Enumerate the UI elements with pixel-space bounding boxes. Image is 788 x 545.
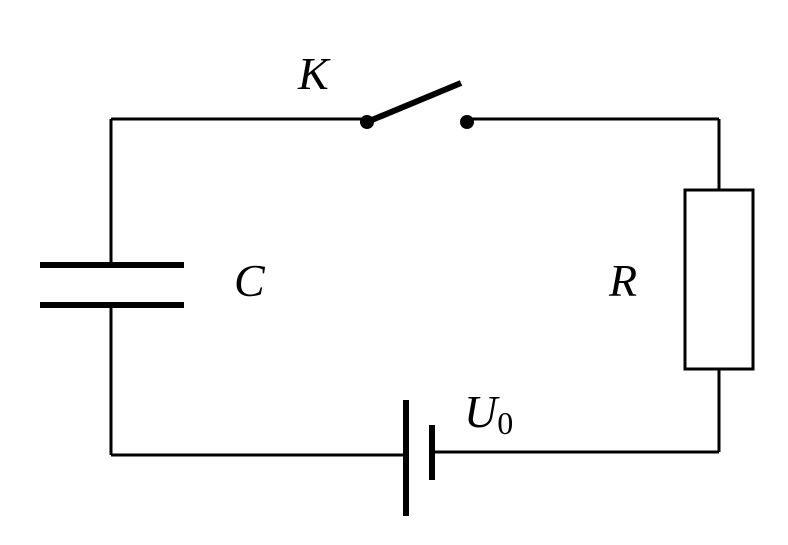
switch-label: K <box>297 48 331 99</box>
wires <box>109 117 721 457</box>
resistor <box>683 188 755 371</box>
switch-right-terminal <box>460 115 474 129</box>
capacitor <box>40 262 184 308</box>
resistor-label: R <box>608 255 637 306</box>
source-label-main: U <box>464 386 500 437</box>
switch <box>360 80 474 129</box>
source-label: U0 <box>464 386 513 441</box>
battery <box>403 400 435 516</box>
source-label-subscript: 0 <box>497 405 513 441</box>
switch-blade <box>365 80 463 125</box>
capacitor-label: C <box>234 255 266 306</box>
